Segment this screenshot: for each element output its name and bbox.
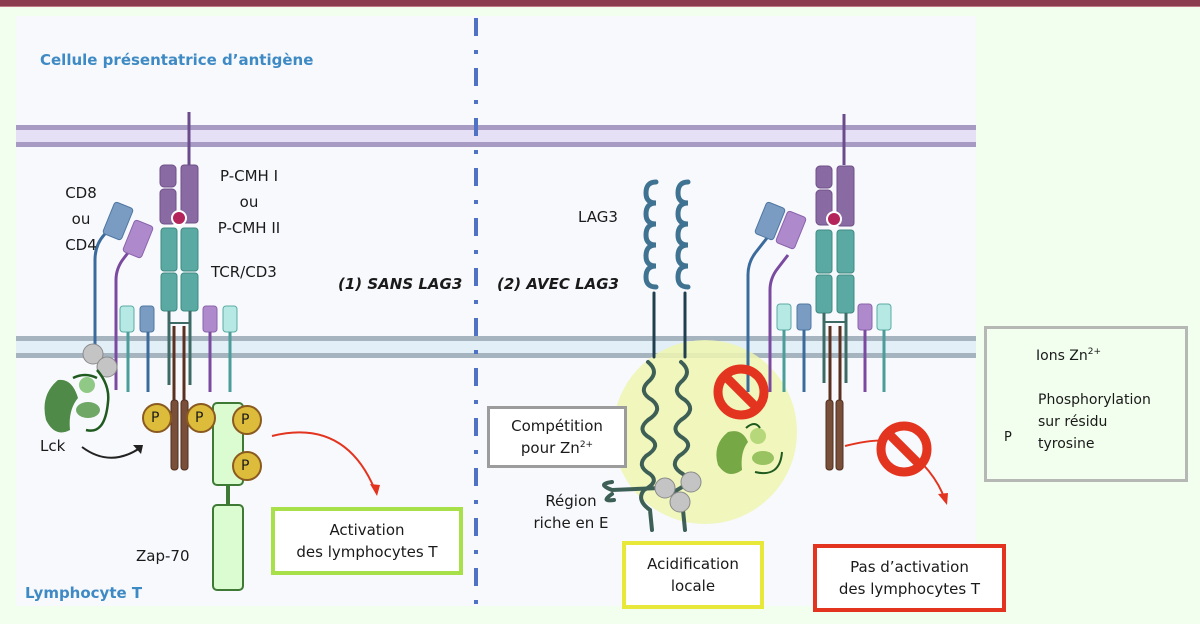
zap70-label: Zap-70 xyxy=(136,547,190,565)
activation-arrow xyxy=(271,431,376,491)
phospho-label: P xyxy=(195,410,204,426)
legend-phospho-line3: tyrosine xyxy=(1038,436,1095,452)
lck-kinase-left xyxy=(44,369,110,433)
cd4-label: CD4 xyxy=(65,236,97,254)
competition-box: Compétition pour Zn2+ xyxy=(487,406,627,468)
phospho-label: P xyxy=(241,412,250,428)
or-label: ou xyxy=(239,193,259,211)
condition-divider xyxy=(474,18,478,604)
legend-phospho-line2: sur résidu xyxy=(1038,414,1108,430)
no-activation-box: Pas d’activation des lymphocytes T xyxy=(813,544,1006,612)
mhc-complex-right xyxy=(815,114,855,227)
competition-superscript: 2+ xyxy=(579,440,594,450)
acidification-line1: Acidification xyxy=(647,555,739,573)
transmembrane-proteins-left xyxy=(119,305,238,392)
apc-label: Cellule présentatrice d’antigène xyxy=(40,51,314,69)
peptide-antigen-right xyxy=(826,211,842,227)
activation-line1: Activation xyxy=(329,521,405,539)
cd8-cd4-coreceptor-left xyxy=(93,201,154,390)
t-cell-label: Lymphocyte T xyxy=(25,584,143,602)
activation-line2: des lymphocytes T xyxy=(296,543,438,561)
t-cell-membrane xyxy=(16,336,976,358)
competition-line1: Compétition xyxy=(511,417,603,435)
inhibition-icon-activation xyxy=(876,421,932,477)
no-activation-arrowhead xyxy=(938,493,948,505)
activation-box: Activation des lymphocytes T xyxy=(271,507,463,575)
region-line2: riche en E xyxy=(533,514,609,532)
region-line1: Région xyxy=(545,492,597,510)
acidification-box: Acidification locale xyxy=(622,541,764,609)
competition-line2: pour Zn2+ xyxy=(511,437,603,459)
mhc-label: P-CMH I ou P-CMH II xyxy=(206,163,292,241)
or-label: ou xyxy=(71,210,91,228)
region-label: Région riche en E xyxy=(528,490,614,534)
pcmh1-label: P-CMH I xyxy=(219,167,278,185)
tcr-cd3-left xyxy=(160,227,199,471)
cd8-cd4-coreceptor-right xyxy=(746,201,807,392)
no-activation-line2: des lymphocytes T xyxy=(838,580,981,598)
apc-membrane xyxy=(16,125,976,147)
top-border xyxy=(0,0,1200,7)
condition-without-lag3: (1) SANS LAG3 xyxy=(338,275,463,293)
legend-phospho-symbol: P xyxy=(1004,430,1012,445)
lck-kinase-inhibited xyxy=(716,423,783,474)
cd8-label: CD8 xyxy=(65,184,97,202)
acidification-line2: locale xyxy=(670,577,716,595)
phospho-label: P xyxy=(151,410,160,426)
lag3-dimer xyxy=(643,179,691,359)
acidification-zone xyxy=(613,340,797,524)
legend-phospho-line1: Phosphorylation xyxy=(1038,392,1151,408)
pcmh2-label: P-CMH II xyxy=(217,219,281,237)
no-activation-line1: Pas d’activation xyxy=(850,558,969,576)
legend-zn-label: Ions Zn2+ xyxy=(1036,346,1101,366)
zn-ions-left xyxy=(82,343,118,378)
tcr-label: TCR/CD3 xyxy=(211,263,277,281)
phospho-sites-left xyxy=(142,403,262,481)
peptide-antigen-left xyxy=(171,210,187,226)
legend-zn-superscript: 2+ xyxy=(1087,347,1102,357)
tcr-cd3-right xyxy=(815,229,855,471)
activation-arrowhead xyxy=(370,484,380,496)
competition-text: pour Zn xyxy=(520,439,580,457)
legend-zn-text: Ions Zn xyxy=(1036,348,1088,364)
coreceptor-label: CD8 ou CD4 xyxy=(56,180,106,258)
zn-ions-right xyxy=(654,471,702,513)
condition-with-lag3: (2) AVEC LAG3 xyxy=(497,275,619,293)
phospho-label: P xyxy=(241,458,250,474)
lck-label: Lck xyxy=(40,437,66,455)
transmembrane-proteins-right xyxy=(776,303,892,392)
inhibition-icon-lck xyxy=(713,364,769,420)
legend xyxy=(984,326,1188,482)
lck-arrow xyxy=(81,446,141,459)
lck-arrowhead xyxy=(133,445,143,454)
legend-phospho-label: Phosphorylation sur résidu tyrosine xyxy=(1038,389,1151,455)
lag3-label: LAG3 xyxy=(578,208,618,226)
